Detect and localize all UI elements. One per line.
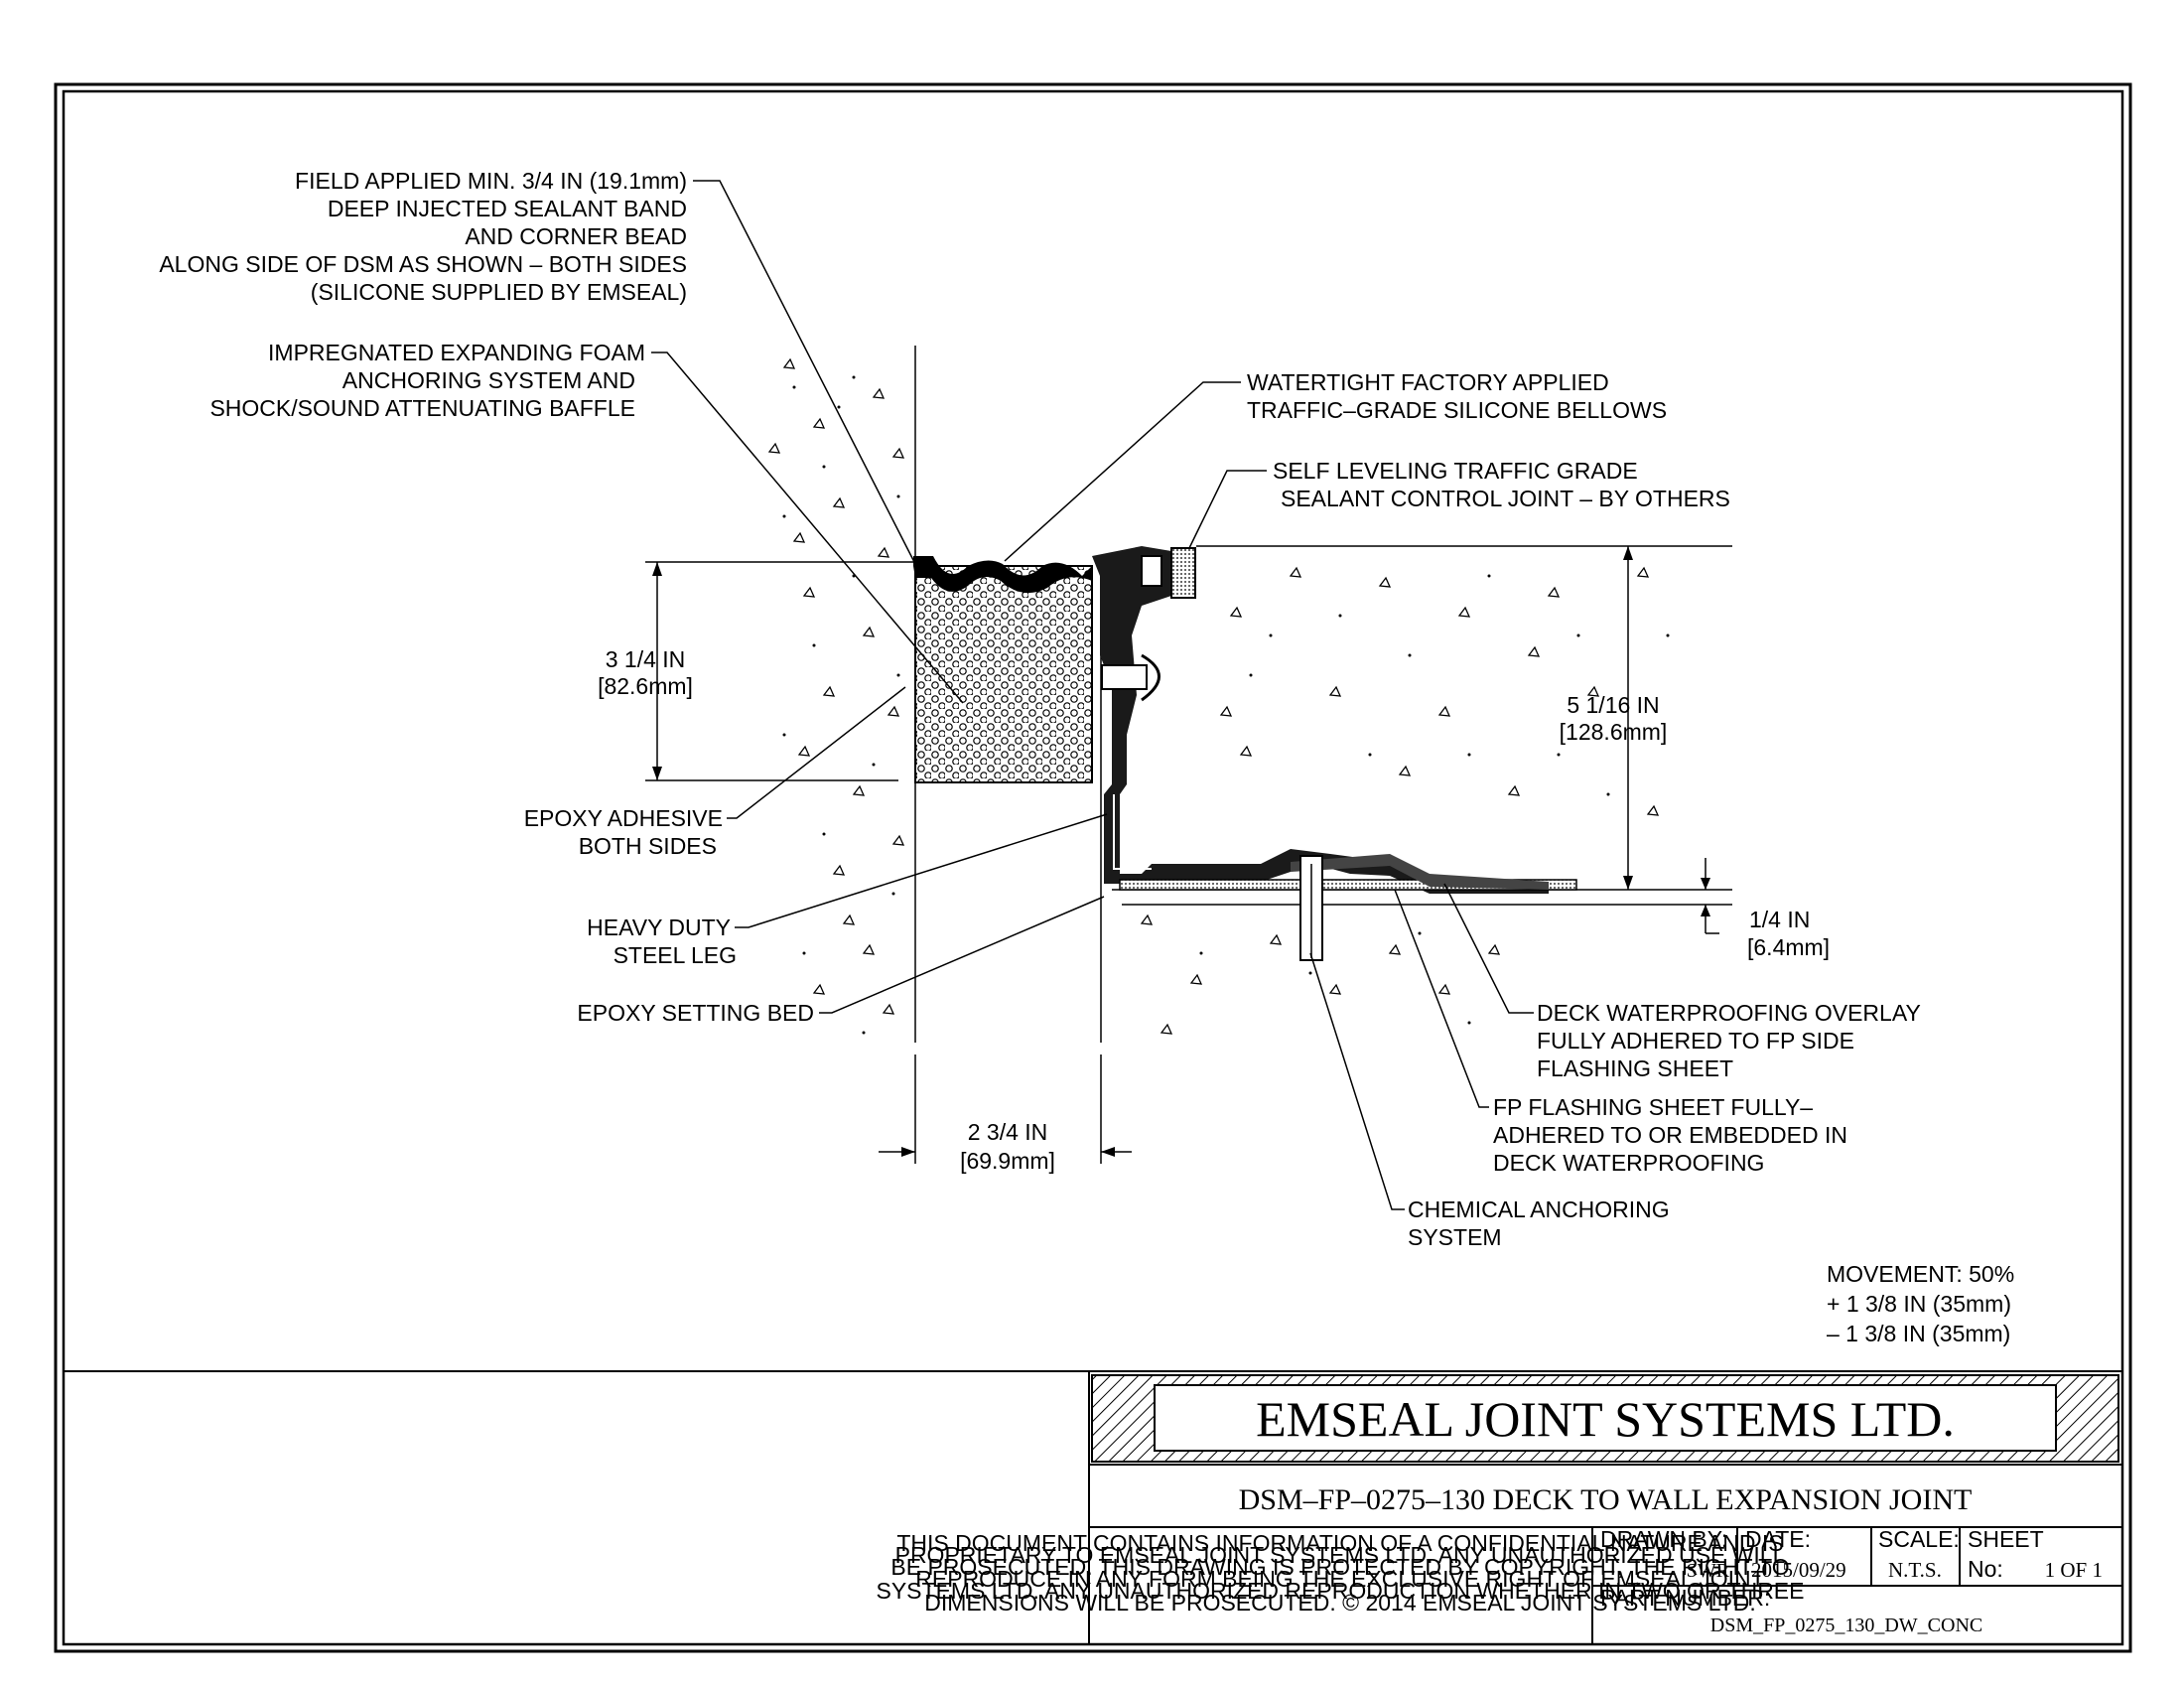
deck-concrete (1140, 566, 1660, 1035)
movement-minus: – 1 3/8 IN (35mm) (1827, 1321, 2010, 1346)
callout-control-joint: SELF LEVELING TRAFFIC GRADE SEALANT CONT… (1273, 458, 1730, 511)
dim-height-right-mm: [128.6mm] (1560, 719, 1668, 745)
callout-overlay-line-1: DECK WATERPROOFING OVERLAY (1537, 1000, 1921, 1026)
dim-height-right-in: 5 1/16 IN (1567, 692, 1659, 718)
callout-sealant-band: FIELD APPLIED MIN. 3/4 IN (19.1mm) DEEP … (159, 168, 687, 305)
date-label: DATE: (1745, 1526, 1811, 1552)
callout-flashing-line-3: DECK WATERPROOFING (1493, 1150, 1764, 1176)
notice-line-2: PROPRIETARY TO EMSEAL JOINT SYSTEMS LTD.… (895, 1542, 1786, 1568)
callout-foam-line-1: IMPREGNATED EXPANDING FOAM (268, 340, 645, 365)
dim-overlay-in: 1/4 IN (1749, 907, 1810, 932)
callout-bellows-line-1: WATERTIGHT FACTORY APPLIED (1247, 369, 1609, 395)
dimension-height-right: 5 1/16 IN [128.6mm] (1560, 546, 1668, 890)
sheet-no-value: 1 OF 1 (2045, 1558, 2103, 1582)
foam-block (914, 565, 1093, 783)
section-detail (767, 346, 1732, 1043)
callout-overlay-line-3: FLASHING SHEET (1537, 1055, 1733, 1081)
callout-sealant-band-line-1: FIELD APPLIED MIN. 3/4 IN (19.1mm) (295, 168, 687, 194)
dim-width-mm: [69.9mm] (960, 1148, 1055, 1174)
callout-steel-leg-line-2: STEEL LEG (614, 942, 737, 968)
callout-flashing-line-2: ADHERED TO OR EMBEDDED IN (1493, 1122, 1847, 1148)
notice-line-5: SYSTEMS LTD. ANY UNAUTHORIZED REPRODUCTI… (877, 1578, 1805, 1604)
dimension-height-left: 3 1/4 IN [82.6mm] (598, 561, 915, 781)
dim-height-left-mm: [82.6mm] (598, 673, 693, 699)
callout-overlay-line-2: FULLY ADHERED TO FP SIDE (1537, 1028, 1854, 1054)
notice-line-6: DIMENSIONS WILL BE PROSECUTED. © 2014 EM… (924, 1590, 1755, 1616)
movement-note: MOVEMENT: 50% + 1 3/8 IN (35mm) – 1 3/8 … (1827, 1261, 2014, 1346)
callout-flashing-line-1: FP FLASHING SHEET FULLY– (1493, 1094, 1813, 1120)
part-number-value: DSM_FP_0275_130_DW_CONC (1710, 1615, 1982, 1636)
notice-line-4: REPRODUCE IN ANY FORM BEING THE EXCLUSIV… (915, 1566, 1764, 1592)
date-value: 2015/09/29 (1751, 1558, 1846, 1582)
callout-flashing: FP FLASHING SHEET FULLY– ADHERED TO OR E… (1493, 1094, 1847, 1176)
callout-anchoring-line-2: SYSTEM (1408, 1224, 1502, 1250)
dim-width-in: 2 3/4 IN (968, 1119, 1048, 1145)
title-block: EMSEAL JOINT SYSTEMS LTD. DSM–FP–0275–13… (877, 1371, 2122, 1644)
callout-sealant-band-line-3: AND CORNER BEAD (465, 223, 687, 249)
callout-epoxy-adhesive: EPOXY ADHESIVE BOTH SIDES (524, 805, 723, 859)
callout-foam: IMPREGNATED EXPANDING FOAM ANCHORING SYS… (209, 340, 645, 421)
callout-sealant-band-line-2: DEEP INJECTED SEALANT BAND (328, 196, 687, 221)
deck-overlay (1291, 854, 1549, 890)
movement-title: MOVEMENT: 50% (1827, 1261, 2014, 1287)
inner-border (62, 89, 2124, 1646)
dim-height-left-in: 3 1/4 IN (606, 646, 686, 672)
movement-plus: + 1 3/8 IN (35mm) (1827, 1291, 2011, 1317)
notice-line-1: THIS DOCUMENT CONTAINS INFORMATION OF A … (896, 1530, 1783, 1556)
notice-line-3: BE PROSECUTED. THIS DRAWING IS PROTECTED… (890, 1554, 1789, 1580)
epoxy-setting-bed (1119, 879, 1577, 891)
confidential-notice: THIS DOCUMENT CONTAINS INFORMATION OF A … (877, 1530, 1805, 1616)
company-name: EMSEAL JOINT SYSTEMS LTD. (1256, 1391, 1955, 1447)
callout-setting-bed: EPOXY SETTING BED (577, 1000, 814, 1026)
steel-leg (1092, 546, 1549, 894)
scale-label: SCALE: (1878, 1526, 1960, 1552)
callout-bellows: WATERTIGHT FACTORY APPLIED TRAFFIC–GRADE… (1247, 369, 1667, 423)
scale-value: N.T.S. (1888, 1558, 1942, 1582)
callout-steel-leg-line-1: HEAVY DUTY (587, 914, 731, 940)
drawn-by-value: SWR (1687, 1560, 1730, 1582)
callout-overlay: DECK WATERPROOFING OVERLAY FULLY ADHERED… (1537, 1000, 1921, 1081)
callout-control-joint-line-2: SEALANT CONTROL JOINT – BY OTHERS (1281, 486, 1730, 511)
dimension-width: 2 3/4 IN [69.9mm] (879, 1055, 1132, 1174)
callout-foam-line-3: SHOCK/SOUND ATTENUATING BAFFLE (209, 395, 635, 421)
callout-control-joint-line-1: SELF LEVELING TRAFFIC GRADE (1273, 458, 1638, 484)
part-number-label: PART NUMBER: (1600, 1585, 1770, 1611)
sheet-no-label: No: (1968, 1556, 2003, 1582)
silicone-bellows (913, 556, 1092, 594)
callout-setting-bed-line-1: EPOXY SETTING BED (577, 1000, 814, 1026)
wall-concrete (767, 357, 905, 1015)
drawing-title: DSM–FP–0275–130 DECK TO WALL EXPANSION J… (1239, 1483, 1973, 1516)
callout-epoxy-adhesive-line-1: EPOXY ADHESIVE (524, 805, 723, 831)
callout-anchoring-line-1: CHEMICAL ANCHORING (1408, 1196, 1670, 1222)
callout-foam-line-2: ANCHORING SYSTEM AND (342, 367, 635, 393)
dimension-overlay: 1/4 IN [6.4mm] (1701, 858, 1830, 960)
drawn-by-label: DRAWN BY: (1600, 1526, 1727, 1552)
leader-lines (651, 180, 1534, 1210)
callout-sealant-band-line-4: ALONG SIDE OF DSM AS SHOWN – BOTH SIDES (159, 251, 687, 277)
callout-steel-leg: HEAVY DUTY STEEL LEG (587, 914, 737, 968)
sheet-label: SHEET (1968, 1526, 2044, 1552)
callout-anchoring: CHEMICAL ANCHORING SYSTEM (1408, 1196, 1670, 1250)
control-joint-block (1170, 547, 1196, 599)
callout-sealant-band-line-5: (SILICONE SUPPLIED BY EMSEAL) (311, 279, 687, 305)
outer-border (54, 82, 2132, 1653)
callout-epoxy-adhesive-line-2: BOTH SIDES (579, 833, 717, 859)
dim-overlay-mm: [6.4mm] (1747, 934, 1830, 960)
callout-bellows-line-2: TRAFFIC–GRADE SILICONE BELLOWS (1247, 397, 1667, 423)
